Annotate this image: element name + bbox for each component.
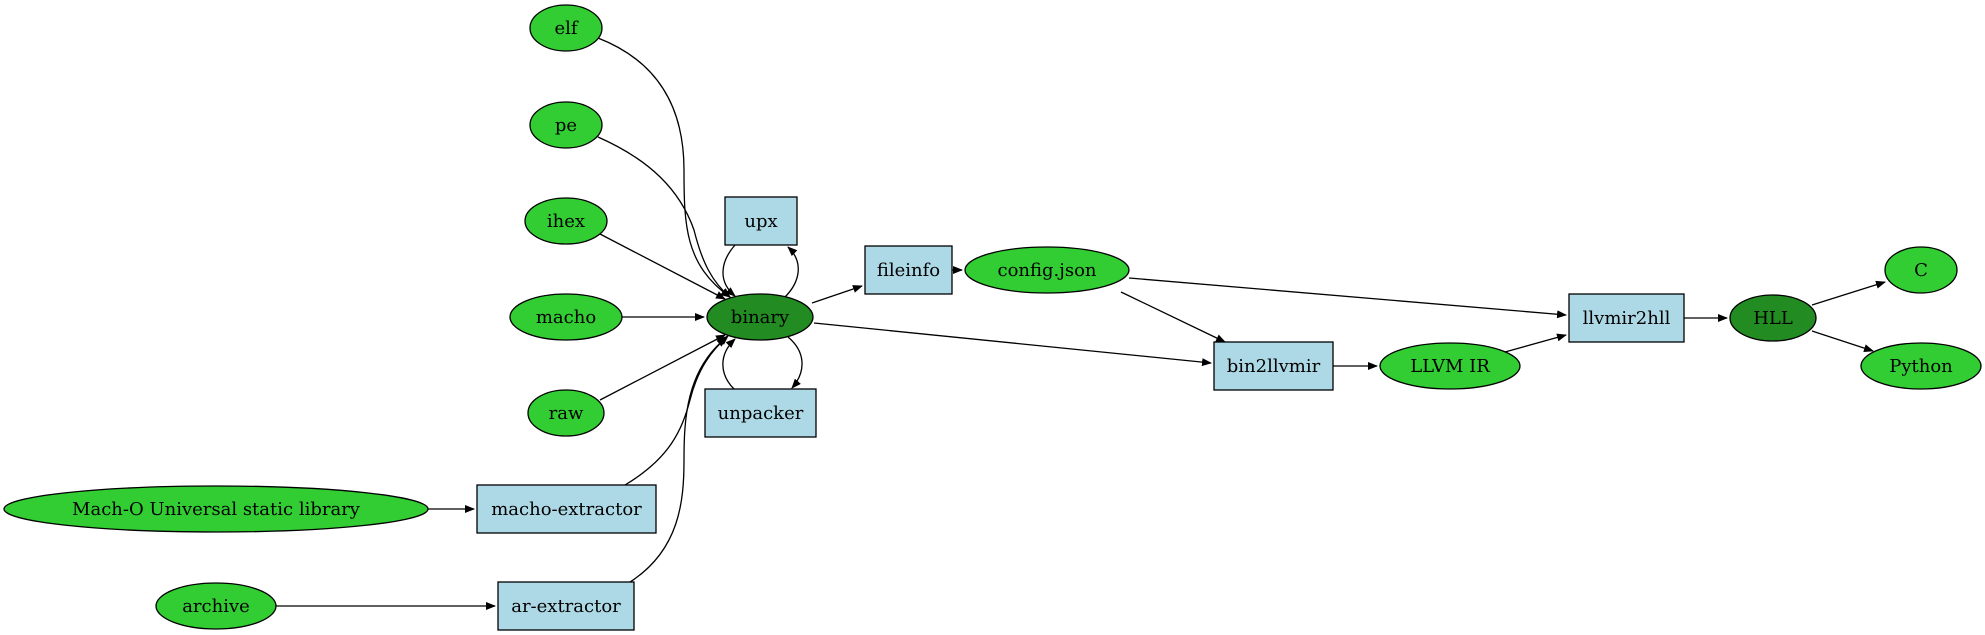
node-llvm-ir-shape xyxy=(1379,342,1521,390)
node-upx-shape xyxy=(724,196,798,246)
node-hll-label: HLL xyxy=(1753,308,1793,329)
node-upx-label: upx xyxy=(744,211,777,232)
edge-binary-to-fileinfo xyxy=(811,285,863,304)
node-c: C xyxy=(1884,246,1958,294)
node-archive-shape xyxy=(155,582,277,630)
node-hll: HLL xyxy=(1729,294,1817,342)
node-pe: pe xyxy=(529,101,603,149)
node-upx: upx xyxy=(724,196,798,246)
node-llvmir2hll-label: llvmir2hll xyxy=(1583,308,1671,329)
node-pe-label: pe xyxy=(555,115,577,136)
node-bin2llvmir-label: bin2llvmir xyxy=(1227,356,1321,377)
node-python-shape xyxy=(1860,342,1982,390)
node-ar-extractor-shape xyxy=(497,581,635,631)
edge-binary-to-upx xyxy=(784,246,799,298)
node-binary: binary xyxy=(706,293,814,341)
node-fileinfo: fileinfo xyxy=(864,245,953,295)
node-ihex: ihex xyxy=(524,197,608,245)
node-macho-extractor-shape xyxy=(476,484,657,534)
node-binary-label: binary xyxy=(731,307,790,328)
node-archive: archive xyxy=(155,582,277,630)
node-llvmir2hll-shape xyxy=(1568,293,1685,343)
edge-llvm-ir-to-llvmir2hll xyxy=(1504,333,1567,353)
node-llvm-ir-label: LLVM IR xyxy=(1410,356,1490,377)
edge-pe-to-binary xyxy=(597,136,731,298)
node-elf: elf xyxy=(529,4,603,52)
node-ar-extractor: ar-extractor xyxy=(497,581,635,631)
node-unpacker-shape xyxy=(704,388,817,438)
edge-hll-to-python xyxy=(1811,330,1874,352)
edge-ar-extractor-to-binary xyxy=(629,337,727,583)
node-archive-label: archive xyxy=(182,596,250,617)
edge-upx-to-binary xyxy=(722,244,736,297)
node-macho-extractor-label: macho-extractor xyxy=(491,499,642,520)
node-python-label: Python xyxy=(1889,356,1953,377)
edges-layer xyxy=(276,37,1886,610)
node-raw-shape xyxy=(527,389,605,437)
edge-config-json-to-bin2llvmir xyxy=(1120,291,1226,343)
node-python: Python xyxy=(1860,342,1982,390)
node-ihex-shape xyxy=(524,197,608,245)
node-c-shape xyxy=(1884,246,1958,294)
edge-binary-to-bin2llvmir xyxy=(813,322,1212,367)
node-macho-universal-shape xyxy=(3,485,429,533)
edge-elf-to-binary xyxy=(597,37,731,298)
node-bin2llvmir-shape xyxy=(1213,341,1334,391)
node-macho-label: macho xyxy=(536,307,596,328)
node-raw: raw xyxy=(527,389,605,437)
node-macho: macho xyxy=(509,293,623,341)
node-config-json-label: config.json xyxy=(997,260,1096,281)
node-elf-shape xyxy=(529,4,603,52)
node-llvmir2hll: llvmir2hll xyxy=(1568,293,1685,343)
edge-config-json-to-llvmir2hll xyxy=(1128,277,1567,319)
node-macho-extractor: macho-extractor xyxy=(476,484,657,534)
node-raw-label: raw xyxy=(549,403,584,424)
node-elf-label: elf xyxy=(554,18,578,39)
edge-unpacker-to-binary xyxy=(722,338,736,390)
node-macho-universal-label: Mach-O Universal static library xyxy=(72,499,361,520)
node-pe-shape xyxy=(529,101,603,149)
node-ar-extractor-label: ar-extractor xyxy=(511,596,621,617)
node-unpacker-label: unpacker xyxy=(718,403,804,424)
node-llvm-ir: LLVM IR xyxy=(1379,342,1521,390)
node-bin2llvmir: bin2llvmir xyxy=(1213,341,1334,391)
node-macho-universal: Mach-O Universal static library xyxy=(3,485,429,533)
edge-raw-to-binary xyxy=(599,334,726,401)
node-binary-shape xyxy=(706,293,814,341)
node-hll-shape xyxy=(1729,294,1817,342)
node-config-json-shape xyxy=(964,246,1130,294)
edge-binary-to-unpacker xyxy=(787,336,803,389)
node-fileinfo-shape xyxy=(864,245,953,295)
node-fileinfo-label: fileinfo xyxy=(877,260,940,281)
node-unpacker: unpacker xyxy=(704,388,817,438)
node-macho-shape xyxy=(509,293,623,341)
node-c-label: C xyxy=(1914,260,1928,281)
node-ihex-label: ihex xyxy=(547,211,585,232)
edge-ihex-to-binary xyxy=(599,233,726,300)
node-config-json: config.json xyxy=(964,246,1130,294)
edge-hll-to-c xyxy=(1811,280,1886,306)
